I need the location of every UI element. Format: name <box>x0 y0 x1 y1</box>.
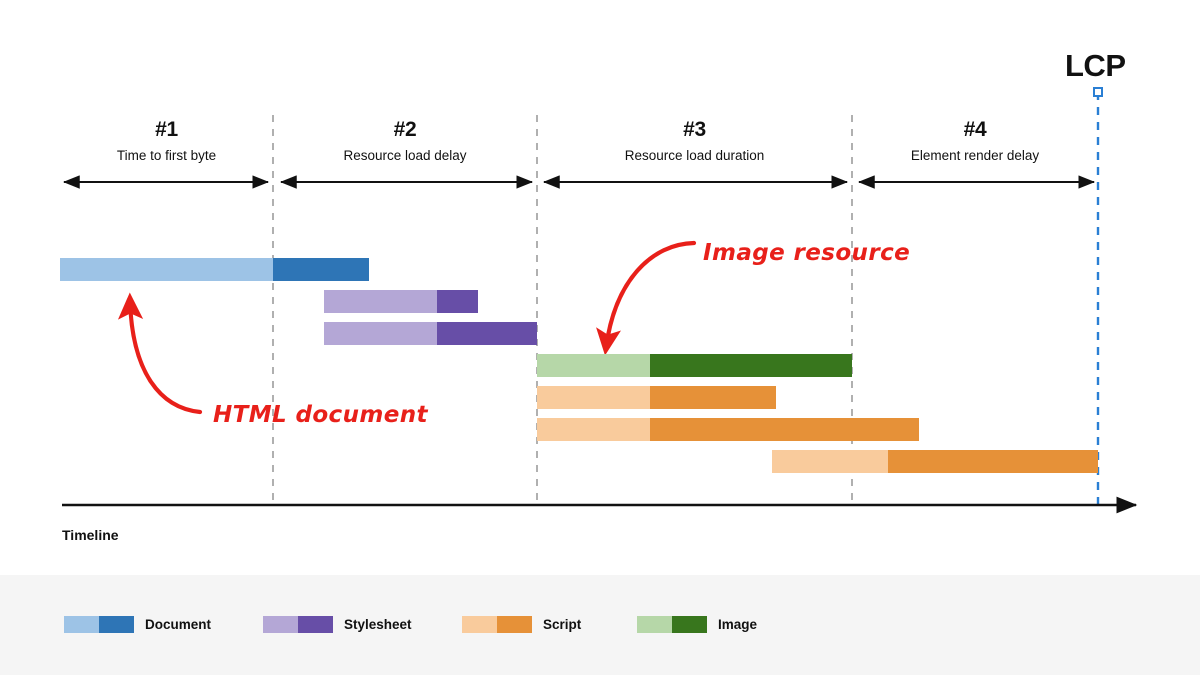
bar-stylesheet-2 <box>324 322 537 345</box>
bar-stylesheet-1-delay-segment <box>324 290 437 313</box>
phase-3-name: Resource load duration <box>624 148 765 163</box>
bar-script-3 <box>772 450 1098 473</box>
legend-label-script: Script <box>543 617 582 632</box>
bar-image-duration-segment <box>650 354 852 377</box>
legend-label-image: Image <box>718 617 758 632</box>
legend-swatch-script-icon <box>462 616 532 633</box>
bar-script-2-duration-segment <box>650 418 919 441</box>
legend-item-image: Image <box>637 616 757 633</box>
bar-script-1-delay-segment <box>537 386 650 409</box>
bar-document-delay-segment <box>60 258 273 281</box>
legend-label-document: Document <box>145 617 212 632</box>
phase-2: #2 Resource load delay <box>273 118 537 166</box>
bar-image-delay-segment <box>537 354 650 377</box>
bar-stylesheet-2-duration-segment <box>437 322 537 345</box>
diagram-canvas <box>0 0 1200 575</box>
bar-script-2-delay-segment <box>537 418 650 441</box>
legend-swatch-stylesheet-icon <box>263 616 333 633</box>
legend-swatch-image-icon <box>637 616 707 633</box>
legend-label-stylesheet: Stylesheet <box>344 617 412 632</box>
bar-script-3-duration-segment <box>888 450 1098 473</box>
phase-1-name: Time to first byte <box>116 148 217 163</box>
phase-1: #1 Time to first byte <box>60 118 273 166</box>
annotation-html-document: HTML document <box>213 402 428 428</box>
bar-script-3-delay-segment <box>772 450 888 473</box>
bar-script-1 <box>537 386 776 409</box>
phase-4-name: Element render delay <box>910 148 1040 163</box>
phase-2-number: #2 <box>393 118 417 141</box>
bar-script-1-duration-segment <box>650 386 776 409</box>
bar-stylesheet-1-duration-segment <box>437 290 478 313</box>
bar-stylesheet-1 <box>324 290 478 313</box>
legend-item-document: Document <box>64 616 211 633</box>
legend-item-script: Script <box>462 616 581 633</box>
legend-item-stylesheet: Stylesheet <box>263 616 412 633</box>
phase-1-number: #1 <box>155 118 178 141</box>
bar-image <box>537 354 852 377</box>
legend-swatch-document-icon <box>64 616 134 633</box>
legend-strip <box>0 575 1200 675</box>
annotation-image-resource: Image resource <box>703 240 911 266</box>
phase-3-number: #3 <box>683 118 706 141</box>
bar-document <box>60 258 369 281</box>
phase-2-name: Resource load delay <box>343 148 467 163</box>
bar-document-duration-segment <box>273 258 369 281</box>
timeline-label: Timeline <box>62 527 119 543</box>
lcp-label: LCP <box>1065 48 1126 83</box>
phase-4: #4 Element render delay <box>852 118 1098 166</box>
bar-stylesheet-2-delay-segment <box>324 322 437 345</box>
bar-script-2 <box>537 418 919 441</box>
phase-4-number: #4 <box>963 118 987 141</box>
phase-3: #3 Resource load duration <box>537 118 852 166</box>
